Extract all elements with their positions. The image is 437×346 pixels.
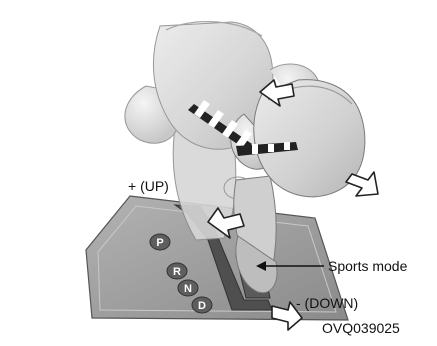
down-label: - (DOWN)	[296, 295, 358, 311]
gear-d-label: D	[198, 300, 206, 312]
arrow-back-icon	[346, 172, 378, 196]
gear-n-label: N	[184, 283, 192, 295]
up-label: + (UP)	[128, 178, 169, 194]
gear-n-indicator: N	[178, 280, 198, 296]
gear-r-indicator: R	[167, 263, 187, 279]
gear-r-label: R	[173, 266, 181, 278]
gear-d-indicator: D	[192, 297, 212, 313]
sports-mode-label: Sports mode	[328, 258, 408, 274]
image-code-label: OVQ039025	[322, 320, 400, 336]
gear-p-label: P	[156, 237, 163, 249]
gear-p-indicator: P	[150, 234, 170, 250]
